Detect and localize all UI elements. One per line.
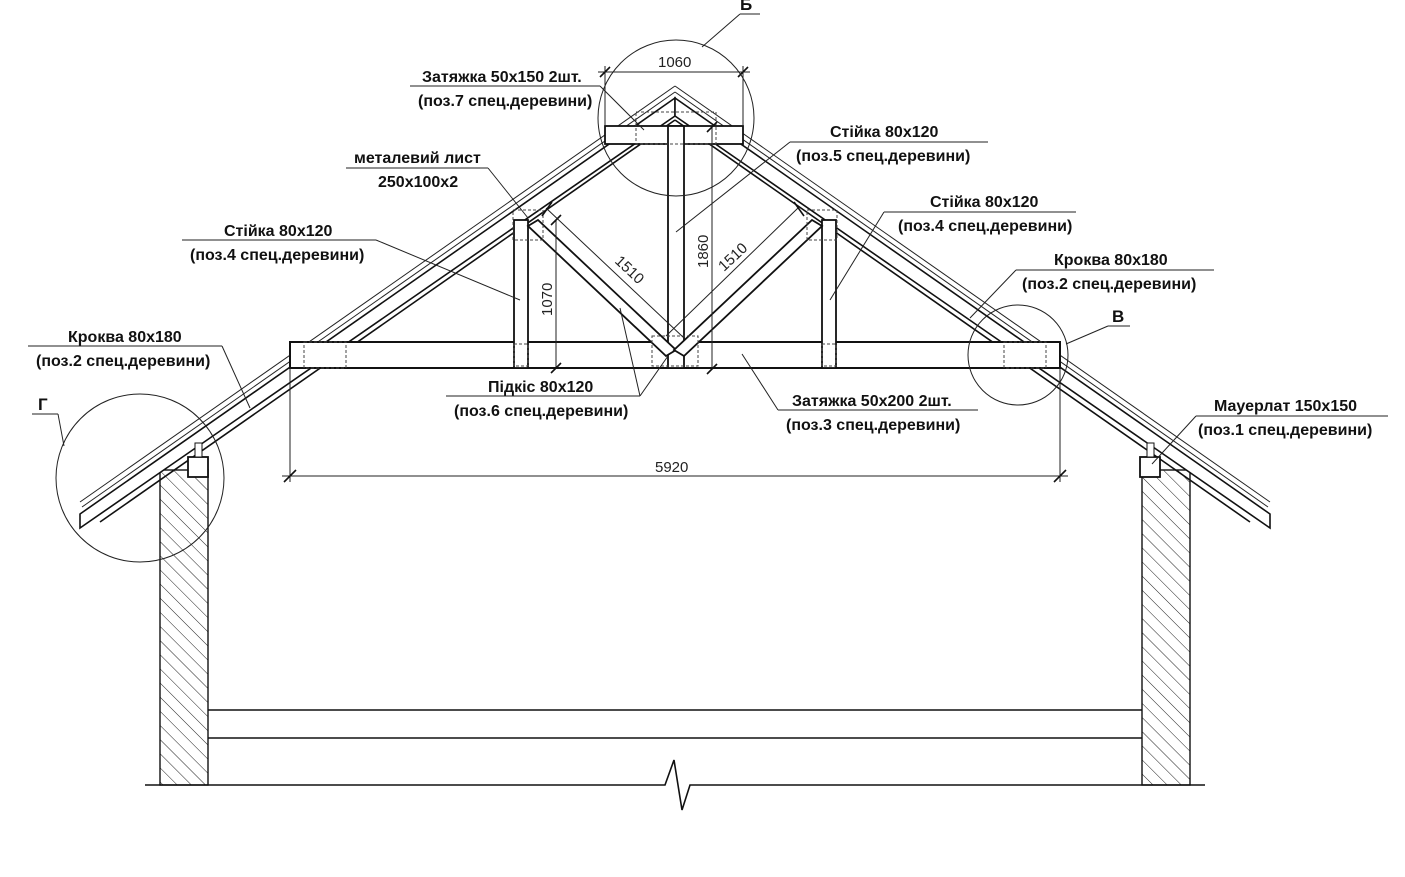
label-mauerlat: Мауерлат 150х150	[1214, 398, 1357, 415]
mauerlat-right	[1139, 442, 1161, 478]
label-strut: Підкіс 80х120	[488, 379, 593, 396]
label-strut-pos: (поз.6 спец.деревини)	[454, 403, 628, 420]
label-metal-sheet: металевий лист	[354, 150, 481, 167]
label-tie-main-pos: (поз.3 спец.деревини)	[786, 417, 960, 434]
dim-strut-right: 1510	[715, 240, 751, 275]
left-wall	[159, 469, 209, 786]
label-tie-main: Затяжка 50х200 2шт.	[792, 393, 952, 410]
mauerlat-left	[187, 442, 209, 478]
label-post-center: Стійка 80х120	[830, 124, 939, 141]
detail-tag-leaders	[32, 13, 1130, 447]
strut-right	[672, 218, 824, 358]
label-post-left: Стійка 80х120	[224, 223, 333, 240]
dim-side-post: 1070	[539, 283, 556, 316]
roof-covering	[79, 85, 1271, 508]
label-leaders	[28, 85, 1388, 465]
dim-top-tie: 1060	[658, 54, 691, 71]
dim-span: 5920	[655, 459, 688, 476]
label-rafter-left-pos: (поз.2 спец.деревини)	[36, 353, 210, 370]
label-post-right: Стійка 80х120	[930, 194, 1039, 211]
dim-strut-left: 1510	[611, 252, 647, 287]
detail-circle-g	[55, 393, 225, 563]
dimension-lines	[282, 66, 1068, 483]
detail-tag-g: Г	[38, 395, 48, 414]
label-tie-top: Затяжка 50х150 2шт.	[422, 69, 582, 86]
detail-tag-v: В	[1112, 307, 1124, 326]
detail-tag-b: Б	[740, 0, 752, 14]
floor-slab	[145, 709, 1205, 811]
post-center	[667, 125, 685, 369]
label-post-left-pos: (поз.4 спец.деревини)	[190, 247, 364, 264]
detail-circle-b	[597, 39, 755, 197]
label-post-right-pos: (поз.4 спец.деревини)	[898, 218, 1072, 235]
post-left	[513, 219, 529, 369]
post-right	[821, 219, 837, 369]
label-mauerlat-pos: (поз.1 спец.деревини)	[1198, 422, 1372, 439]
label-post-center-pos: (поз.5 спец.деревини)	[796, 148, 970, 165]
dim-center-post: 1860	[695, 235, 712, 268]
right-wall	[1141, 469, 1191, 786]
detail-circle-v	[967, 304, 1069, 406]
label-rafter-right: Кроква 80х180	[1054, 252, 1168, 269]
metal-plates	[303, 111, 1047, 369]
label-tie-top-pos: (поз.7 спец.деревини)	[418, 93, 592, 110]
label-metal-sheet-size: 250х100х2	[378, 174, 458, 191]
label-rafter-right-pos: (поз.2 спец.деревини)	[1022, 276, 1196, 293]
label-rafter-left: Кроква 80х180	[68, 329, 182, 346]
rafter-right	[674, 96, 1271, 530]
